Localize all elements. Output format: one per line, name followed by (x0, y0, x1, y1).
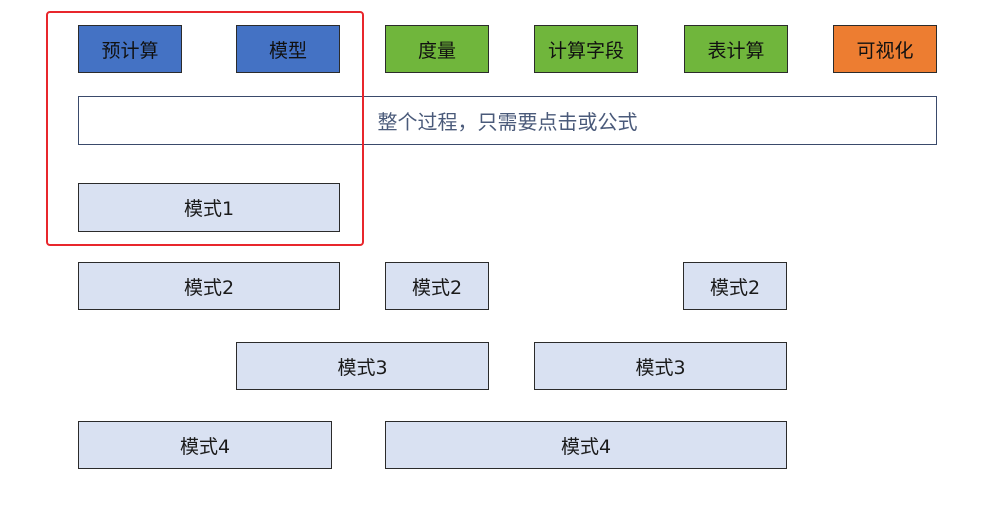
process-banner: 整个过程，只需要点击或公式 (78, 96, 937, 145)
highlight-frame (46, 11, 364, 246)
mode-2-box-b: 模式2 (385, 262, 489, 310)
mode-3-box-a: 模式3 (236, 342, 489, 390)
stage-measure: 度量 (385, 25, 489, 73)
stage-precompute: 预计算 (78, 25, 182, 73)
stage-visualization: 可视化 (833, 25, 937, 73)
mode-4-box-b: 模式4 (385, 421, 787, 469)
stage-table-calculation: 表计算 (684, 25, 788, 73)
mode-2-box-c: 模式2 (683, 262, 787, 310)
stage-model: 模型 (236, 25, 340, 73)
mode-4-box-a: 模式4 (78, 421, 332, 469)
stage-calculated-field: 计算字段 (534, 25, 638, 73)
mode-2-box-a: 模式2 (78, 262, 340, 310)
mode-1-box: 模式1 (78, 183, 340, 232)
mode-3-box-b: 模式3 (534, 342, 787, 390)
